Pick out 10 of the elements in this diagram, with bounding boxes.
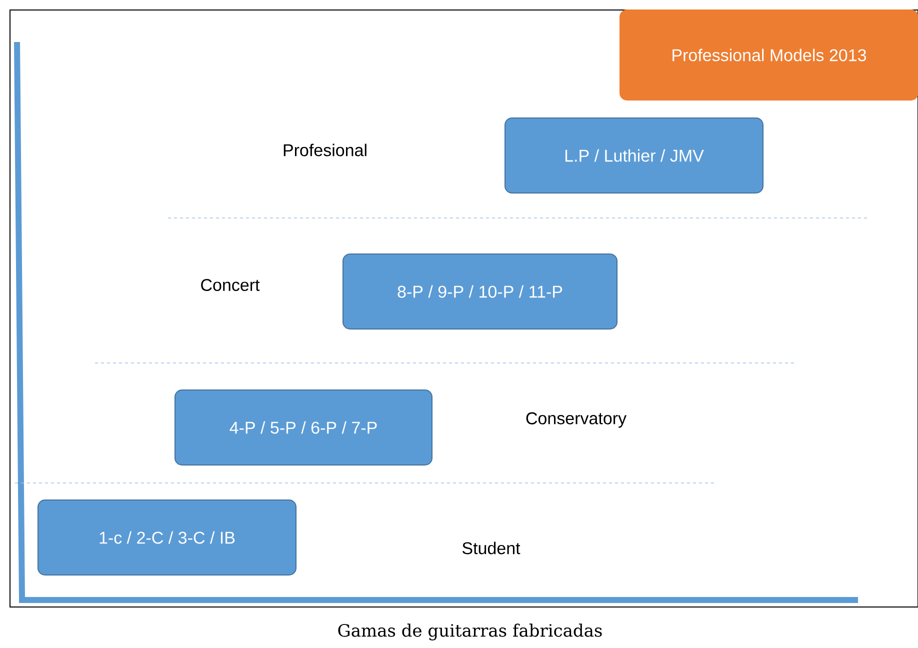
- model-box: L.P / Luthier / JMV: [504, 118, 764, 194]
- model-box: 1-c / 2-C / 3-C / IB: [38, 500, 296, 576]
- model-box: 4-P / 5-P / 6-P / 7-P: [174, 390, 432, 466]
- caption: Gamas de guitarras fabricadas: [338, 624, 602, 640]
- level-label: Conservatory: [526, 412, 626, 428]
- title-box: Professional Models 2013: [620, 10, 918, 100]
- level-label: Concert: [201, 278, 260, 292]
- level-label: Profesional: [284, 144, 366, 156]
- level-label: Student: [462, 542, 520, 554]
- model-box: 8-P / 9-P / 10-P / 11-P: [342, 254, 618, 330]
